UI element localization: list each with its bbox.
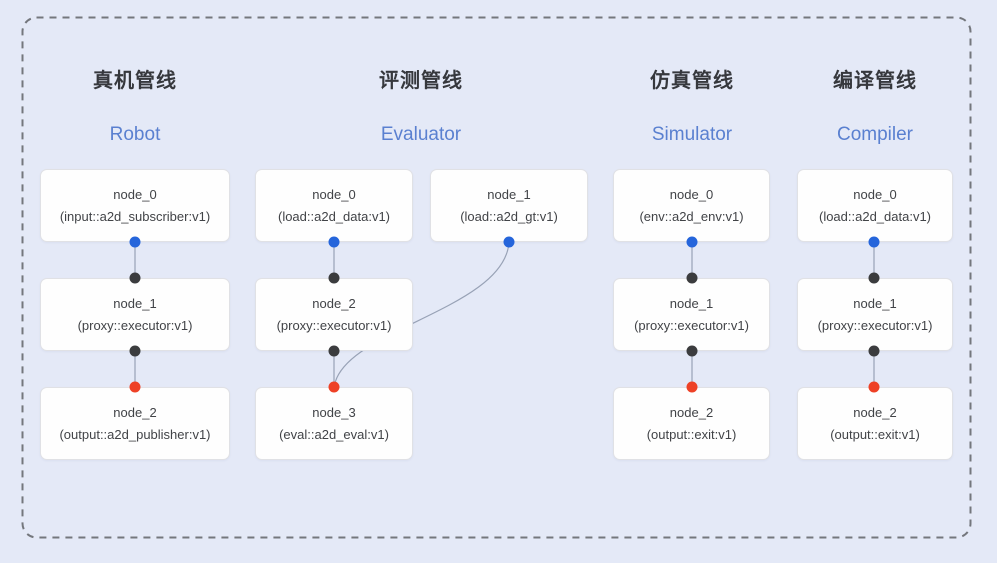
- port-dot-proxy-in: [868, 272, 880, 284]
- pipeline-title-evaluator-en: Evaluator: [380, 124, 462, 145]
- port-dot-sink: [686, 381, 698, 393]
- node-impl: (proxy::executor:v1): [817, 317, 933, 333]
- port-dot-sink: [868, 381, 880, 393]
- node-box-compiler-0: node_0 (load::a2d_data:v1): [797, 169, 953, 242]
- pipeline-title-simulator-zh: 仿真管线: [650, 70, 734, 92]
- node-impl: (load::a2d_data:v1): [277, 208, 391, 224]
- port-dot-proxy-out: [868, 345, 880, 357]
- pipeline-title-robot-en: Robot: [109, 124, 161, 145]
- node-box-evaluator-1: node_1 (load::a2d_gt:v1): [430, 169, 588, 242]
- port-dot-proxy-out: [328, 345, 340, 357]
- node-name: node_0: [312, 186, 356, 202]
- node-name: node_1: [487, 186, 531, 202]
- port-dot-proxy-in: [328, 272, 340, 284]
- pipeline-title-robot-zh: 真机管线: [93, 70, 177, 92]
- dashed-boundary: [21, 16, 972, 539]
- node-impl: (load::a2d_gt:v1): [460, 208, 558, 224]
- node-impl: (output::exit:v1): [646, 426, 737, 442]
- node-name: node_2: [312, 295, 356, 311]
- pipeline-title-evaluator-zh: 评测管线: [379, 70, 463, 92]
- node-impl: (output::exit:v1): [830, 426, 920, 442]
- pipeline-title-compiler-zh: 编译管线: [833, 70, 917, 92]
- node-box-compiler-2: node_2 (output::exit:v1): [797, 387, 953, 460]
- port-dot-source: [129, 236, 141, 248]
- node-impl: (env::a2d_env:v1): [639, 208, 744, 224]
- port-dot-sink: [129, 381, 141, 393]
- port-dot-proxy-in: [686, 272, 698, 284]
- node-name: node_1: [669, 295, 714, 311]
- node-impl: (eval::a2d_eval:v1): [279, 426, 389, 442]
- node-impl: (input::a2d_subscriber:v1): [59, 208, 211, 224]
- port-dot-source: [328, 236, 340, 248]
- node-box-robot-1: node_1 (proxy::executor:v1): [40, 278, 230, 351]
- port-dot-source: [503, 236, 515, 248]
- node-box-robot-0: node_0 (input::a2d_subscriber:v1): [40, 169, 230, 242]
- node-box-compiler-1: node_1 (proxy::executor:v1): [797, 278, 953, 351]
- node-name: node_0: [669, 186, 714, 202]
- node-box-simulator-1: node_1 (proxy::executor:v1): [613, 278, 770, 351]
- evaluator-gt-curve: [333, 241, 510, 389]
- port-dot-sink: [328, 381, 340, 393]
- node-box-evaluator-0: node_0 (load::a2d_data:v1): [255, 169, 413, 242]
- node-impl: (load::a2d_data:v1): [818, 208, 932, 224]
- node-impl: (proxy::executor:v1): [276, 317, 392, 333]
- port-dot-proxy-in: [129, 272, 141, 284]
- pipeline-title-simulator-en: Simulator: [651, 124, 733, 145]
- node-name: node_2: [853, 404, 897, 420]
- node-name: node_1: [853, 295, 897, 311]
- node-name: node_3: [312, 404, 356, 420]
- node-box-simulator-2: node_2 (output::exit:v1): [613, 387, 770, 460]
- node-name: node_0: [853, 186, 897, 202]
- node-impl: (proxy::executor:v1): [634, 317, 749, 333]
- node-name: node_0: [113, 186, 157, 202]
- node-box-simulator-0: node_0 (env::a2d_env:v1): [613, 169, 770, 242]
- port-dot-source: [686, 236, 698, 248]
- node-box-evaluator-2: node_2 (proxy::executor:v1): [255, 278, 413, 351]
- node-box-evaluator-3: node_3 (eval::a2d_eval:v1): [255, 387, 413, 460]
- node-impl: (proxy::executor:v1): [77, 317, 193, 333]
- port-dot-proxy-out: [129, 345, 141, 357]
- port-dot-proxy-out: [686, 345, 698, 357]
- node-box-robot-2: node_2 (output::a2d_publisher:v1): [40, 387, 230, 460]
- node-name: node_1: [113, 295, 157, 311]
- port-dot-source: [868, 236, 880, 248]
- node-name: node_2: [113, 404, 157, 420]
- node-name: node_2: [669, 404, 714, 420]
- node-impl: (output::a2d_publisher:v1): [59, 426, 211, 442]
- pipeline-title-compiler-en: Compiler: [836, 124, 914, 145]
